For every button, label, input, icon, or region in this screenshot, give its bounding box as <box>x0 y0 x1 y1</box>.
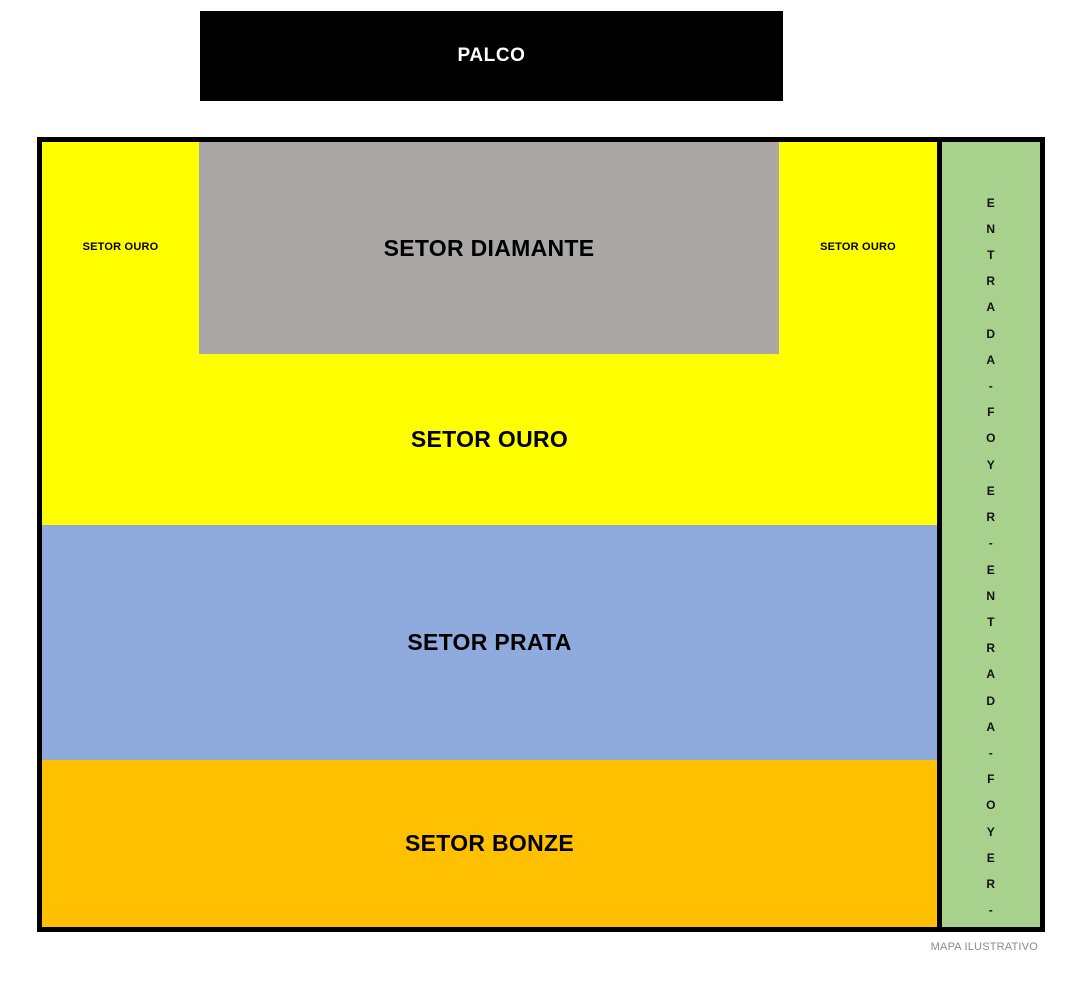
entrance-letter-char: E <box>986 850 996 865</box>
entrance-letter-char: N <box>986 588 996 603</box>
entrance-letter-char: R <box>986 641 996 656</box>
section-ouro[interactable]: SETOR OURO <box>42 354 937 525</box>
entrance-letter-char: T <box>987 614 995 629</box>
seating-map-inner: SETOR OURO SETOR DIAMANTE SETOR OURO SET… <box>42 142 1040 927</box>
seating-sections: SETOR OURO SETOR DIAMANTE SETOR OURO SET… <box>42 142 937 927</box>
entrance-letter-char: Y <box>986 457 996 472</box>
seating-map-frame: SETOR OURO SETOR DIAMANTE SETOR OURO SET… <box>37 137 1045 932</box>
entrance-letter-char: Y <box>986 824 996 839</box>
entrance-letter-char: R <box>986 510 996 525</box>
section-prata[interactable]: SETOR PRATA <box>42 525 937 760</box>
entrance-letter-char: A <box>986 352 996 367</box>
entrance-letter-char: A <box>986 300 996 315</box>
entrance-separator-char: - <box>988 536 994 551</box>
entrance-letter-char: R <box>986 274 996 289</box>
entrance-letter-char: D <box>986 693 996 708</box>
stage-label: PALCO <box>457 45 526 66</box>
entrance-letter-char: A <box>986 667 996 682</box>
entrance-letter-char: E <box>986 195 996 210</box>
illustrative-map-caption: MAPA ILUSTRATIVO <box>930 941 1038 953</box>
entrance-separator-char: - <box>988 379 994 394</box>
stage-block: PALCO <box>200 11 783 101</box>
entrance-letter-char: D <box>986 326 996 341</box>
entrance-letter-char: O <box>986 431 996 446</box>
section-label-bonze: SETOR BONZE <box>404 830 574 856</box>
section-ouro-top-band[interactable]: SETOR OURO SETOR DIAMANTE SETOR OURO <box>42 142 937 354</box>
section-label-ouro-right: SETOR OURO <box>820 241 896 253</box>
section-label-ouro-left: SETOR OURO <box>82 241 159 253</box>
entrance-letter-char: R <box>986 876 996 891</box>
section-label-ouro: SETOR OURO <box>410 426 569 452</box>
entrance-divider <box>937 142 942 927</box>
section-bonze[interactable]: SETOR BONZE <box>42 760 937 927</box>
entrance-separator-char: - <box>988 903 994 918</box>
section-diamante[interactable]: SETOR DIAMANTE <box>199 142 779 354</box>
entrance-letter-char: O <box>986 798 996 813</box>
entrance-letter-char: F <box>987 772 995 787</box>
entrance-letter-char: F <box>987 405 995 420</box>
section-label-prata: SETOR PRATA <box>407 629 572 655</box>
entrance-letter-char: E <box>986 562 996 577</box>
entrance-letter-char: T <box>987 248 995 263</box>
entrance-letter-char: N <box>986 221 996 236</box>
section-label-diamante: SETOR DIAMANTE <box>383 234 595 261</box>
entrance-separator-char: - <box>988 745 994 760</box>
entrance-letter-char: E <box>986 483 996 498</box>
entrance-letter-char: A <box>986 719 996 734</box>
